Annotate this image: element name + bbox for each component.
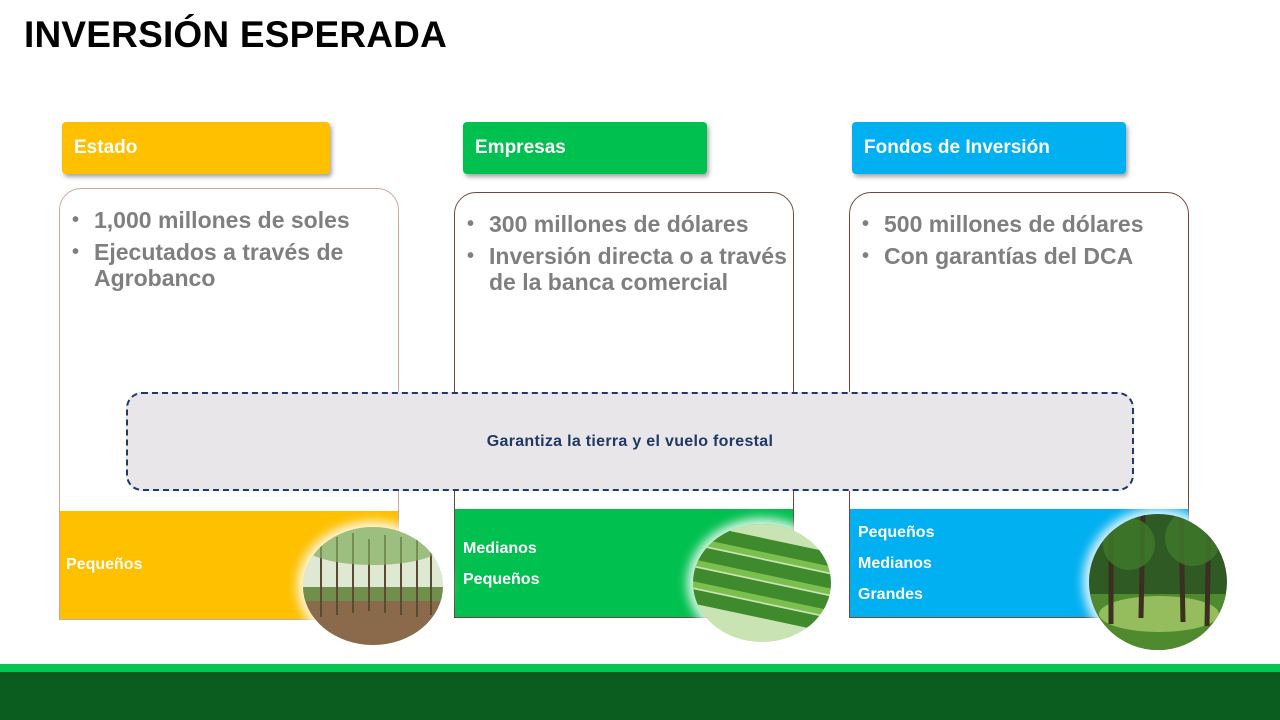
size-label: Pequeños bbox=[463, 571, 540, 588]
bullet-item: 500 millones de dólares bbox=[850, 211, 1188, 237]
guarantee-text: Garantiza la tierra y el vuelo forestal bbox=[486, 432, 774, 450]
tag-empresas: Empresas bbox=[463, 122, 707, 174]
bullet-item: Ejecutados a través de Agrobanco bbox=[60, 239, 398, 291]
size-label: Pequeños bbox=[66, 556, 143, 573]
tag-empresas-label: Empresas bbox=[475, 137, 566, 158]
forest-plantation-icon bbox=[303, 527, 443, 645]
seedling-nursery-icon bbox=[693, 524, 831, 642]
bullet-item: Con garantías del DCA bbox=[850, 243, 1188, 269]
tag-fondos: Fondos de Inversión bbox=[852, 122, 1126, 174]
bullet-item: Inversión directa o a través de la banca… bbox=[455, 243, 793, 295]
guarantee-banner: Garantiza la tierra y el vuelo forestal bbox=[126, 392, 1134, 491]
slide-title: INVERSIÓN ESPERADA bbox=[24, 14, 448, 55]
footer-accent-stripe bbox=[0, 664, 1280, 672]
tag-fondos-label: Fondos de Inversión bbox=[864, 137, 1050, 158]
bullet-list: 1,000 millones de soles Ejecutados a tra… bbox=[60, 189, 398, 291]
bullet-item: 300 millones de dólares bbox=[455, 211, 793, 237]
bullet-item: 1,000 millones de soles bbox=[60, 207, 398, 233]
forest-plantation-photo bbox=[303, 527, 443, 645]
tag-estado: Estado bbox=[62, 122, 330, 174]
bullet-list: 500 millones de dólares Con garantías de… bbox=[850, 193, 1188, 269]
size-label: Medianos bbox=[463, 540, 537, 557]
seedling-nursery-photo bbox=[693, 524, 831, 642]
size-label: Grandes bbox=[858, 586, 923, 603]
mature-forest-photo bbox=[1089, 514, 1227, 650]
size-label: Medianos bbox=[858, 555, 932, 572]
size-label: Pequeños bbox=[858, 524, 935, 541]
mature-forest-icon bbox=[1089, 514, 1227, 650]
tag-estado-label: Estado bbox=[74, 137, 138, 158]
footer-bar bbox=[0, 672, 1280, 720]
bullet-list: 300 millones de dólares Inversión direct… bbox=[455, 193, 793, 295]
